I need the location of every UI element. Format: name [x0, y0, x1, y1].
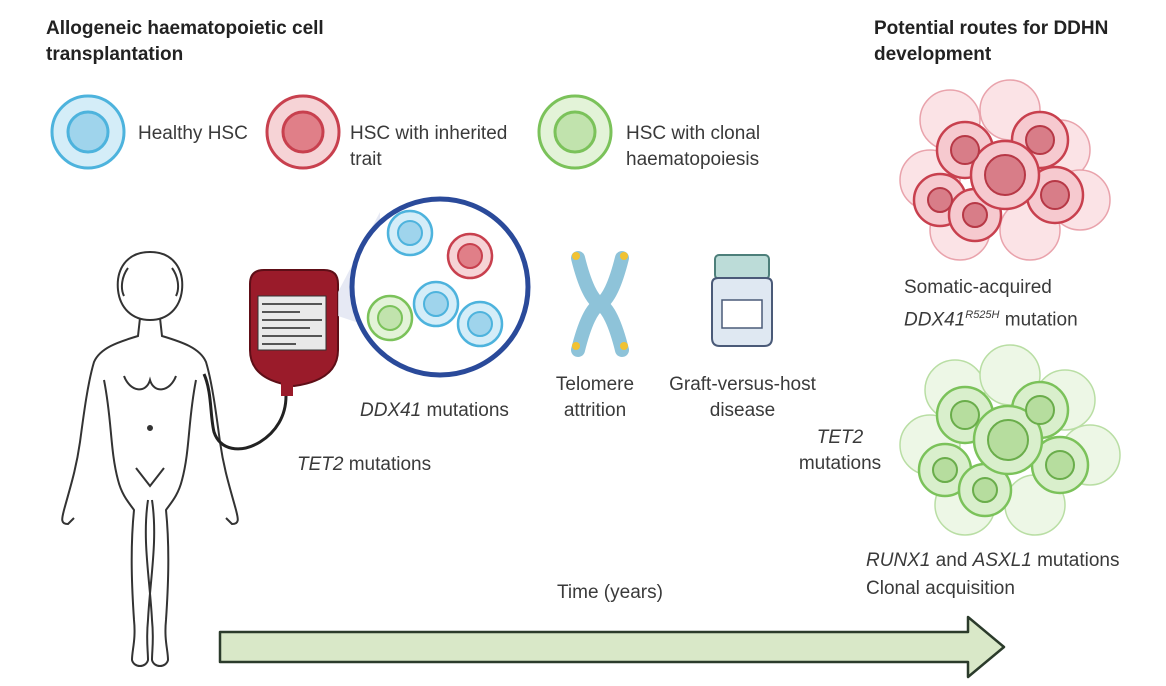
time-arrow [218, 615, 1006, 679]
patient-body-icon [61, 250, 239, 667]
somatic-prefix: Somatic-acquired [904, 277, 1052, 298]
somatic-ddx41-label: DDX41R525H mutation [904, 309, 1078, 331]
right-title: Potential routes for DDHN development [874, 18, 1109, 65]
ddx41-label: DDX41 mutations [360, 400, 509, 421]
telomere-label: Telomere attrition [555, 374, 635, 421]
legend-clonal-hsc-label: HSC with clonal haematopoiesis [626, 123, 761, 170]
time-axis-label: Time (years) [557, 582, 663, 603]
legend-healthy-hsc-label: Healthy HSC [138, 123, 248, 144]
legend-clonal-cell-icon [537, 94, 613, 170]
runx1-asxl1-label: RUNX1 and ASXL1 mutations [866, 550, 1120, 571]
gvhd-label: Graft-versus-host disease [669, 374, 816, 421]
tet2-clonal-cluster [899, 344, 1121, 536]
clonal-acquisition-label: Clonal acquisition [866, 578, 1015, 599]
blood-bag-icon [249, 269, 339, 396]
pill-bottle-icon [711, 254, 773, 347]
legend-inherited-cell-icon [265, 94, 341, 170]
iv-tube [202, 373, 288, 451]
left-title: Allogeneic haematopoietic cell transplan… [46, 18, 324, 65]
legend-inherited-hsc-label: HSC with inherited trait [350, 123, 508, 170]
magnified-cells-circle [349, 196, 531, 378]
chromosome-icon [571, 251, 629, 357]
ddx41-tumour-cluster [899, 79, 1111, 261]
legend-healthy-cell-icon [50, 94, 126, 170]
tet2-bag-label: TET2 mutations [297, 454, 432, 475]
